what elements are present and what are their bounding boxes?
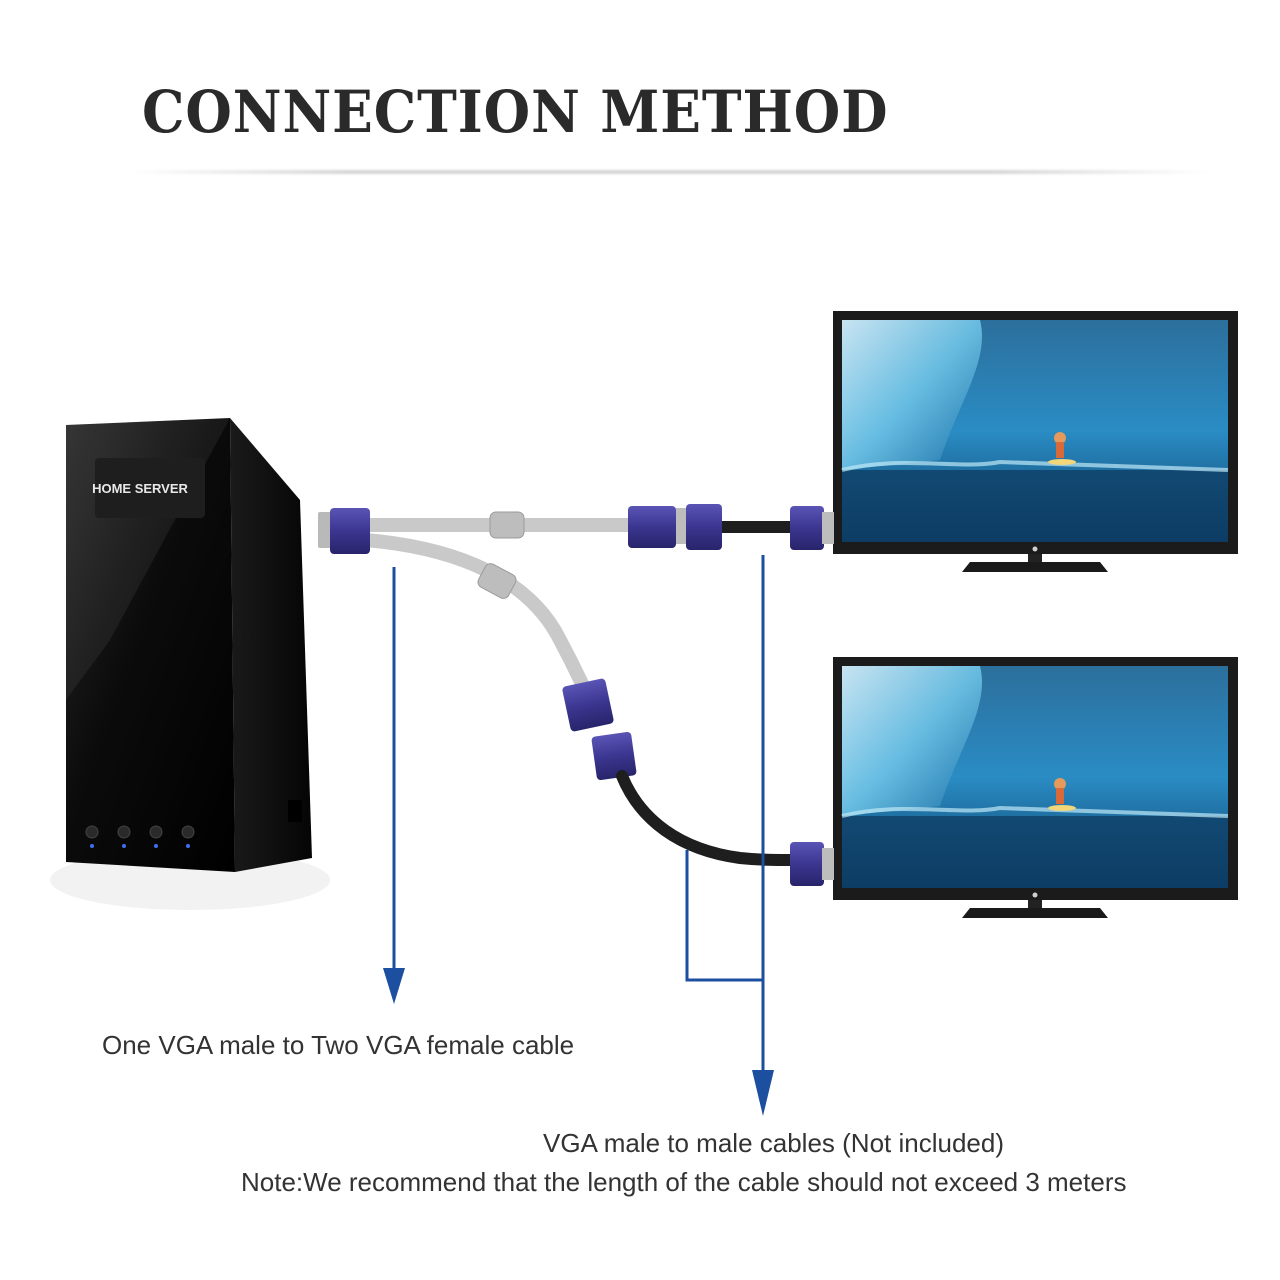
server-label: HOME SERVER	[92, 481, 188, 496]
m2m-top-plug-right	[790, 506, 824, 550]
m2m-arrow-head	[752, 1070, 774, 1116]
splitter-arrow-head	[383, 968, 405, 1004]
ferrite-core-top	[489, 511, 525, 539]
monitor-bottom-stand	[962, 908, 1108, 918]
vga-female-connector-bottom	[562, 678, 614, 732]
vga-splitter-cable	[318, 506, 676, 732]
home-server: HOME SERVER	[50, 418, 330, 910]
m2m-bottom-plug-left	[591, 731, 637, 781]
server-status-leds	[85, 825, 195, 848]
vga-male-to-male-cables	[591, 504, 834, 886]
server-side-panel	[230, 418, 312, 872]
server-label-panel	[95, 458, 205, 518]
monitor-bottom	[833, 657, 1238, 918]
caption-splitter-cable: One VGA male to Two VGA female cable	[102, 1030, 575, 1060]
m2m-top-plug-left	[686, 504, 722, 550]
title-divider	[130, 170, 1210, 174]
caption-cable-length-note: Note:We recommend that the length of the…	[241, 1167, 1127, 1197]
callout-arrows	[383, 555, 774, 1116]
ferrite-core-bottom	[477, 563, 517, 599]
m2m-bottom-plug-right	[790, 842, 824, 886]
page-title: CONNECTION METHOD	[142, 78, 889, 146]
caption-male-to-male: VGA male to male cables (Not included)	[543, 1128, 1004, 1158]
server-front-panel	[66, 418, 235, 872]
vga-female-connector-top	[628, 506, 676, 548]
monitor-top	[833, 311, 1238, 572]
vga-male-connector	[330, 508, 370, 554]
vga-male-pins	[318, 512, 332, 548]
monitor-top-stand	[962, 562, 1108, 572]
m2m-callout-branch	[685, 850, 763, 982]
